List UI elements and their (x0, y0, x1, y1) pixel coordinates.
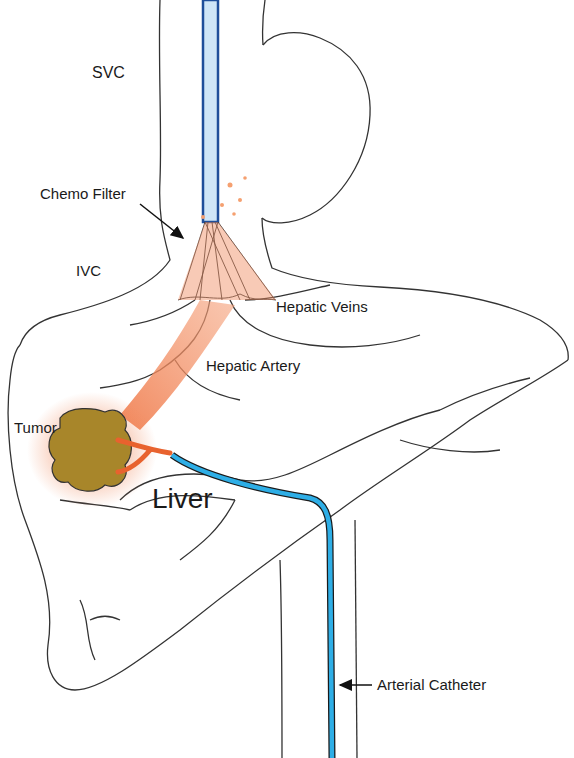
tumor-shape (49, 409, 131, 492)
vessel-label: Hepatic Artery (206, 358, 300, 375)
device-label: Arterial Catheter (377, 677, 486, 694)
device-label: Chemo Filter (40, 186, 126, 203)
vessel-label: SVC (92, 64, 125, 82)
leader-arrow (340, 684, 372, 686)
leader-arrow (140, 204, 183, 238)
organ-label: Liver (152, 484, 213, 515)
tumor-label: Tumor (14, 420, 57, 437)
vessel-label: Hepatic Veins (276, 299, 368, 316)
vessel-label: IVC (76, 263, 101, 280)
